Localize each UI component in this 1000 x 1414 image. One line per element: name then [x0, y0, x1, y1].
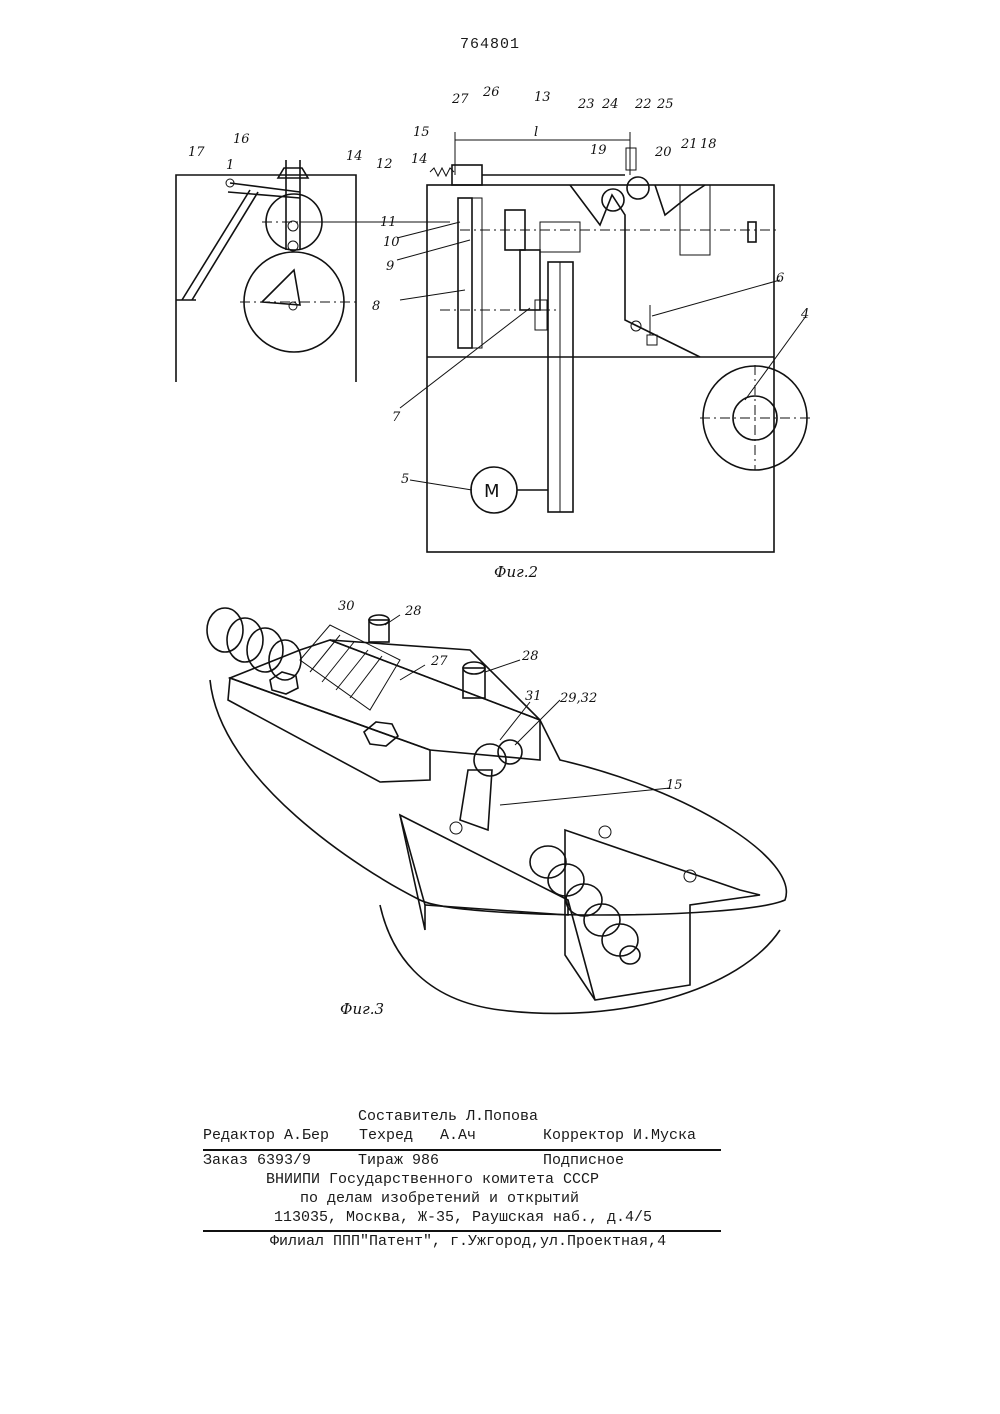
subscription: Подписное	[543, 1152, 624, 1169]
svg-text:26: 26	[482, 85, 500, 100]
svg-text:14: 14	[411, 152, 428, 167]
svg-text:31: 31	[525, 689, 542, 704]
svg-text:13: 13	[534, 90, 551, 105]
fig3-labels: 28 28 30 27 31 29,32 15 Фиг.3	[338, 599, 683, 1018]
svg-text:28: 28	[521, 649, 539, 664]
branch: Филиал ППП"Патент", г.Ужгород,ул.Проектн…	[270, 1233, 666, 1250]
svg-text:1: 1	[226, 158, 234, 173]
organization-line2: по делам изобретений и открытий	[300, 1190, 579, 1207]
svg-text:28: 28	[404, 604, 422, 619]
svg-text:25: 25	[656, 97, 674, 112]
svg-text:7: 7	[392, 410, 401, 425]
svg-text:Фиг.2: Фиг.2	[494, 563, 538, 581]
svg-text:18: 18	[700, 137, 717, 152]
fig2-front-view	[300, 132, 812, 552]
svg-text:9: 9	[386, 259, 394, 274]
svg-text:17: 17	[188, 145, 205, 160]
svg-text:Фиг.3: Фиг.3	[340, 1000, 384, 1018]
compiler: Составитель Л.Попова	[358, 1108, 538, 1125]
svg-text:12: 12	[376, 157, 393, 172]
corrector: Корректор И.Муска	[543, 1127, 696, 1144]
svg-text:10: 10	[383, 235, 400, 250]
svg-text:24: 24	[601, 97, 619, 112]
svg-text:15: 15	[666, 778, 683, 793]
svg-text:8: 8	[372, 299, 380, 314]
svg-text:6: 6	[776, 271, 784, 286]
svg-text:16: 16	[233, 132, 250, 147]
divider-top	[203, 1149, 721, 1151]
svg-text:5: 5	[401, 472, 409, 487]
svg-text:27: 27	[451, 92, 469, 107]
address: 113035, Москва, Ж-35, Раушская наб., д.4…	[274, 1209, 652, 1226]
svg-text:30: 30	[338, 599, 355, 614]
svg-text:20: 20	[654, 145, 672, 160]
fig2-labels: 1 4 5 6 7 8 9 10 11 12 13 14 14 15 16 17…	[188, 85, 809, 581]
svg-text:29,32: 29,32	[559, 691, 597, 706]
fig3-perspective-view	[207, 608, 786, 1013]
editor: Редактор А.Бер	[203, 1127, 329, 1144]
svg-text:M: M	[484, 481, 500, 502]
svg-text:23: 23	[577, 97, 595, 112]
svg-text:14: 14	[346, 149, 363, 164]
svg-text:19: 19	[590, 143, 607, 158]
techred: Техред А.Ач	[359, 1127, 476, 1144]
svg-text:22: 22	[634, 97, 652, 112]
svg-text:4: 4	[800, 307, 809, 322]
svg-text:15: 15	[413, 125, 430, 140]
svg-text:27: 27	[430, 654, 448, 669]
circulation: Тираж 986	[358, 1152, 439, 1169]
svg-text:11: 11	[380, 215, 397, 230]
organization-line1: ВНИИПИ Государственного комитета СССР	[266, 1171, 599, 1188]
fig2-side-view	[176, 160, 356, 382]
divider-bottom	[203, 1230, 721, 1232]
svg-text:l: l	[534, 125, 538, 140]
patent-drawings: 1 4 5 6 7 8 9 10 11 12 13 14 14 15 16 17…	[0, 0, 1000, 1090]
order: Заказ 6393/9	[203, 1152, 311, 1169]
svg-text:21: 21	[680, 137, 698, 152]
